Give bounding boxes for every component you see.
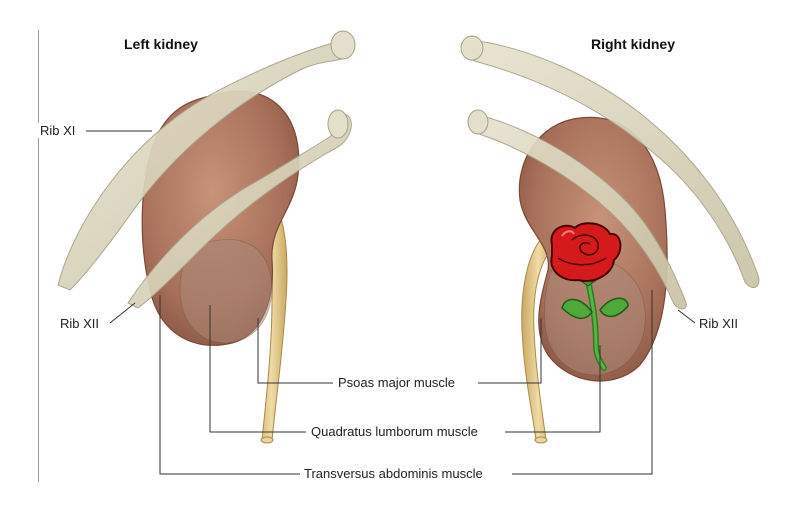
rib-xii-right-label: Rib XII [695, 316, 743, 331]
rib-xi-label: Rib XI [36, 123, 80, 138]
psoas-label: Psoas major muscle [334, 375, 460, 390]
rose-petal-line [557, 257, 607, 266]
transversus-leader-left [159, 295, 300, 475]
left-kidney-group [57, 30, 356, 444]
right-rib-xi [463, 39, 760, 289]
quadratus-label: Quadratus lumborum muscle [307, 424, 482, 439]
rose-leaf-right [599, 297, 629, 318]
rose-bloom [550, 222, 622, 282]
rib-xii-left-leader [109, 302, 136, 324]
right-rib-xii [468, 114, 687, 310]
right-kidney-title: Right kidney [591, 36, 676, 52]
rose-leaf-left [561, 298, 593, 320]
psoas-leader-right [478, 318, 542, 384]
rib-xii-right-leader [677, 309, 696, 324]
quadratus-leader-right [505, 345, 601, 433]
rose-petal-swirl [571, 234, 599, 256]
quadratus-leader-left [209, 305, 306, 433]
transversus-leader-right [512, 290, 653, 475]
rib-xii-left-label: Rib XII [56, 316, 104, 331]
left-rib-xii [127, 113, 352, 309]
transversus-label: Transversus abdominis muscle [300, 466, 487, 481]
left-kidney-title: Left kidney [124, 36, 198, 52]
left-border-line [38, 30, 39, 482]
leader-lines [86, 130, 696, 475]
rose-highlight [561, 230, 575, 237]
psoas-leader-left [257, 318, 333, 384]
left-quadratus-overlay [179, 238, 273, 344]
